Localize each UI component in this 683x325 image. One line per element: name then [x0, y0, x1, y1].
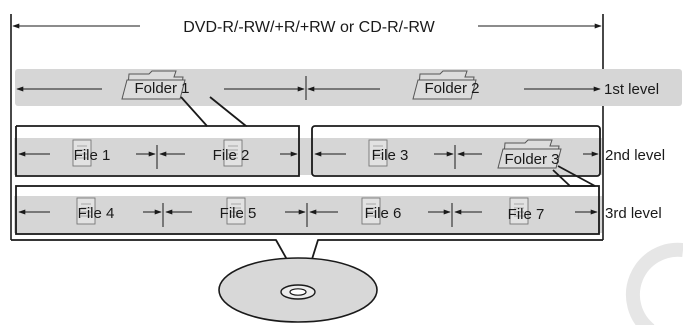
file7-icon	[509, 197, 529, 225]
folder2-label: Folder 2	[424, 80, 479, 97]
file6-icon	[361, 197, 381, 225]
folder3-label: Folder 3	[504, 151, 559, 168]
folder1-callout	[180, 96, 247, 127]
file6-label: File 6	[365, 205, 402, 222]
file7-label: File 7	[508, 206, 545, 223]
disc-icon	[218, 257, 378, 323]
file4-label: File 4	[78, 205, 115, 222]
folder1-icon	[121, 70, 186, 100]
level2-band: File 1 File 2 File 3 Folder 3 2nd level	[14, 125, 665, 177]
file1-icon	[72, 139, 92, 167]
level3-band: File 4 File 5 File 6 File 7 3r	[14, 185, 662, 235]
level1-band: Folder 1 Folder 2 1st level	[15, 69, 682, 106]
folder1-label: Folder 1	[134, 80, 189, 97]
file2-icon	[223, 139, 243, 167]
file4-icon	[76, 197, 96, 225]
level-label-1st: 1st level	[604, 81, 659, 98]
file2-label: File 2	[213, 147, 250, 164]
disc-format-dimension: DVD-R/-RW/+R/+RW or CD-R/-RW	[10, 14, 604, 240]
file3-icon	[368, 139, 388, 167]
file1-label: File 1	[74, 147, 111, 164]
folder2-icon	[412, 70, 477, 100]
corner-decoration	[625, 242, 683, 325]
folder3-icon	[497, 139, 562, 169]
file5-icon	[226, 197, 246, 225]
file3-label: File 3	[372, 147, 409, 164]
level-label-2nd: 2nd level	[605, 147, 665, 164]
file5-label: File 5	[220, 205, 257, 222]
level-label-3rd: 3rd level	[605, 205, 662, 222]
disc-format-label: DVD-R/-RW/+R/+RW or CD-R/-RW	[183, 19, 435, 36]
